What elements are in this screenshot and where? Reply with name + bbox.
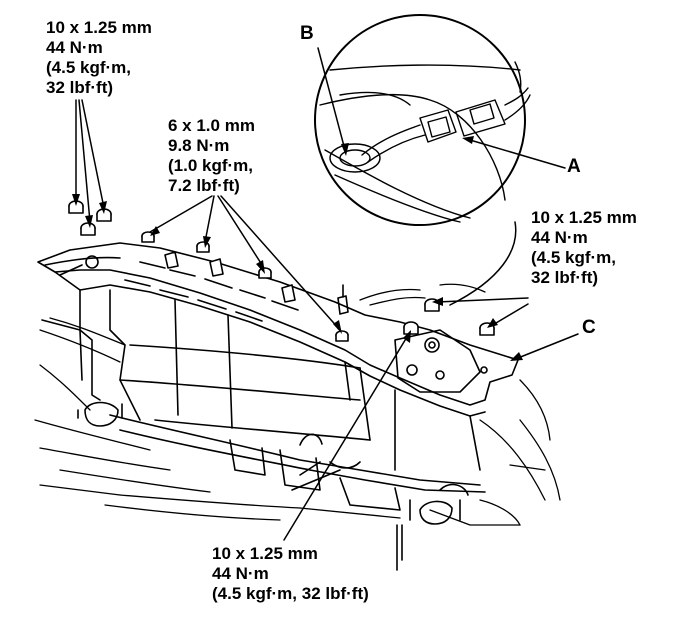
fasteners [68, 200, 495, 342]
torque-spec-top-middle: 6 x 1.0 mm 9.8 N·m (1.0 kgf·m, 7.2 lbf·f… [168, 116, 255, 196]
bolt-top-left-2 [80, 222, 96, 236]
bolt-top-left-1 [68, 200, 84, 214]
spec-alt-1: (4.5 kgf·m, 32 lbf·ft) [212, 584, 369, 603]
torque-spec-bottom: 10 x 1.25 mm 44 N·m (4.5 kgf·m, 32 lbf·f… [212, 544, 369, 604]
spec-size: 10 x 1.25 mm [46, 18, 152, 37]
bolt-flange-3 [258, 267, 272, 279]
bolt-flange-4 [335, 330, 349, 342]
detail-circle [314, 14, 531, 226]
spec-alt-1: (4.5 kgf·m, [531, 248, 617, 267]
bracket-tab-3 [281, 284, 296, 303]
bolt-top-left-3 [96, 208, 112, 222]
bolt-center-lower [403, 321, 419, 335]
callout-a: A [567, 156, 581, 177]
spec-size: 6 x 1.0 mm [168, 116, 255, 135]
spec-size: 10 x 1.25 mm [212, 544, 318, 563]
frame-member-c [37, 242, 519, 571]
spec-torque: 44 N·m [212, 564, 269, 583]
spec-alt-1: (1.0 kgf·m, [168, 156, 254, 175]
torque-spec-top-left: 10 x 1.25 mm 44 N·m (4.5 kgf·m, 32 lbf·f… [46, 18, 152, 98]
bracket-tab-1 [164, 251, 179, 269]
torque-spec-right: 10 x 1.25 mm 44 N·m (4.5 kgf·m, 32 lbf·f… [531, 208, 637, 288]
spec-alt-2: 32 lbf·ft) [531, 268, 599, 287]
bracket-tab-2 [209, 258, 224, 277]
bolt-flange-1 [141, 231, 155, 243]
spec-torque: 9.8 N·m [168, 136, 230, 155]
spec-alt-1: (4.5 kgf·m, [46, 58, 132, 77]
spec-size: 10 x 1.25 mm [531, 208, 637, 227]
callout-b: B [300, 23, 314, 44]
vehicle-body-lines [34, 283, 561, 526]
arrowheads [72, 136, 523, 361]
callout-c: C [582, 317, 596, 338]
spec-alt-2: 7.2 lbf·ft) [168, 176, 240, 195]
leader-lines [75, 47, 579, 541]
spec-alt-2: 32 lbf·ft) [46, 78, 114, 97]
spec-torque: 44 N·m [531, 228, 588, 247]
spec-torque: 44 N·m [46, 38, 103, 57]
